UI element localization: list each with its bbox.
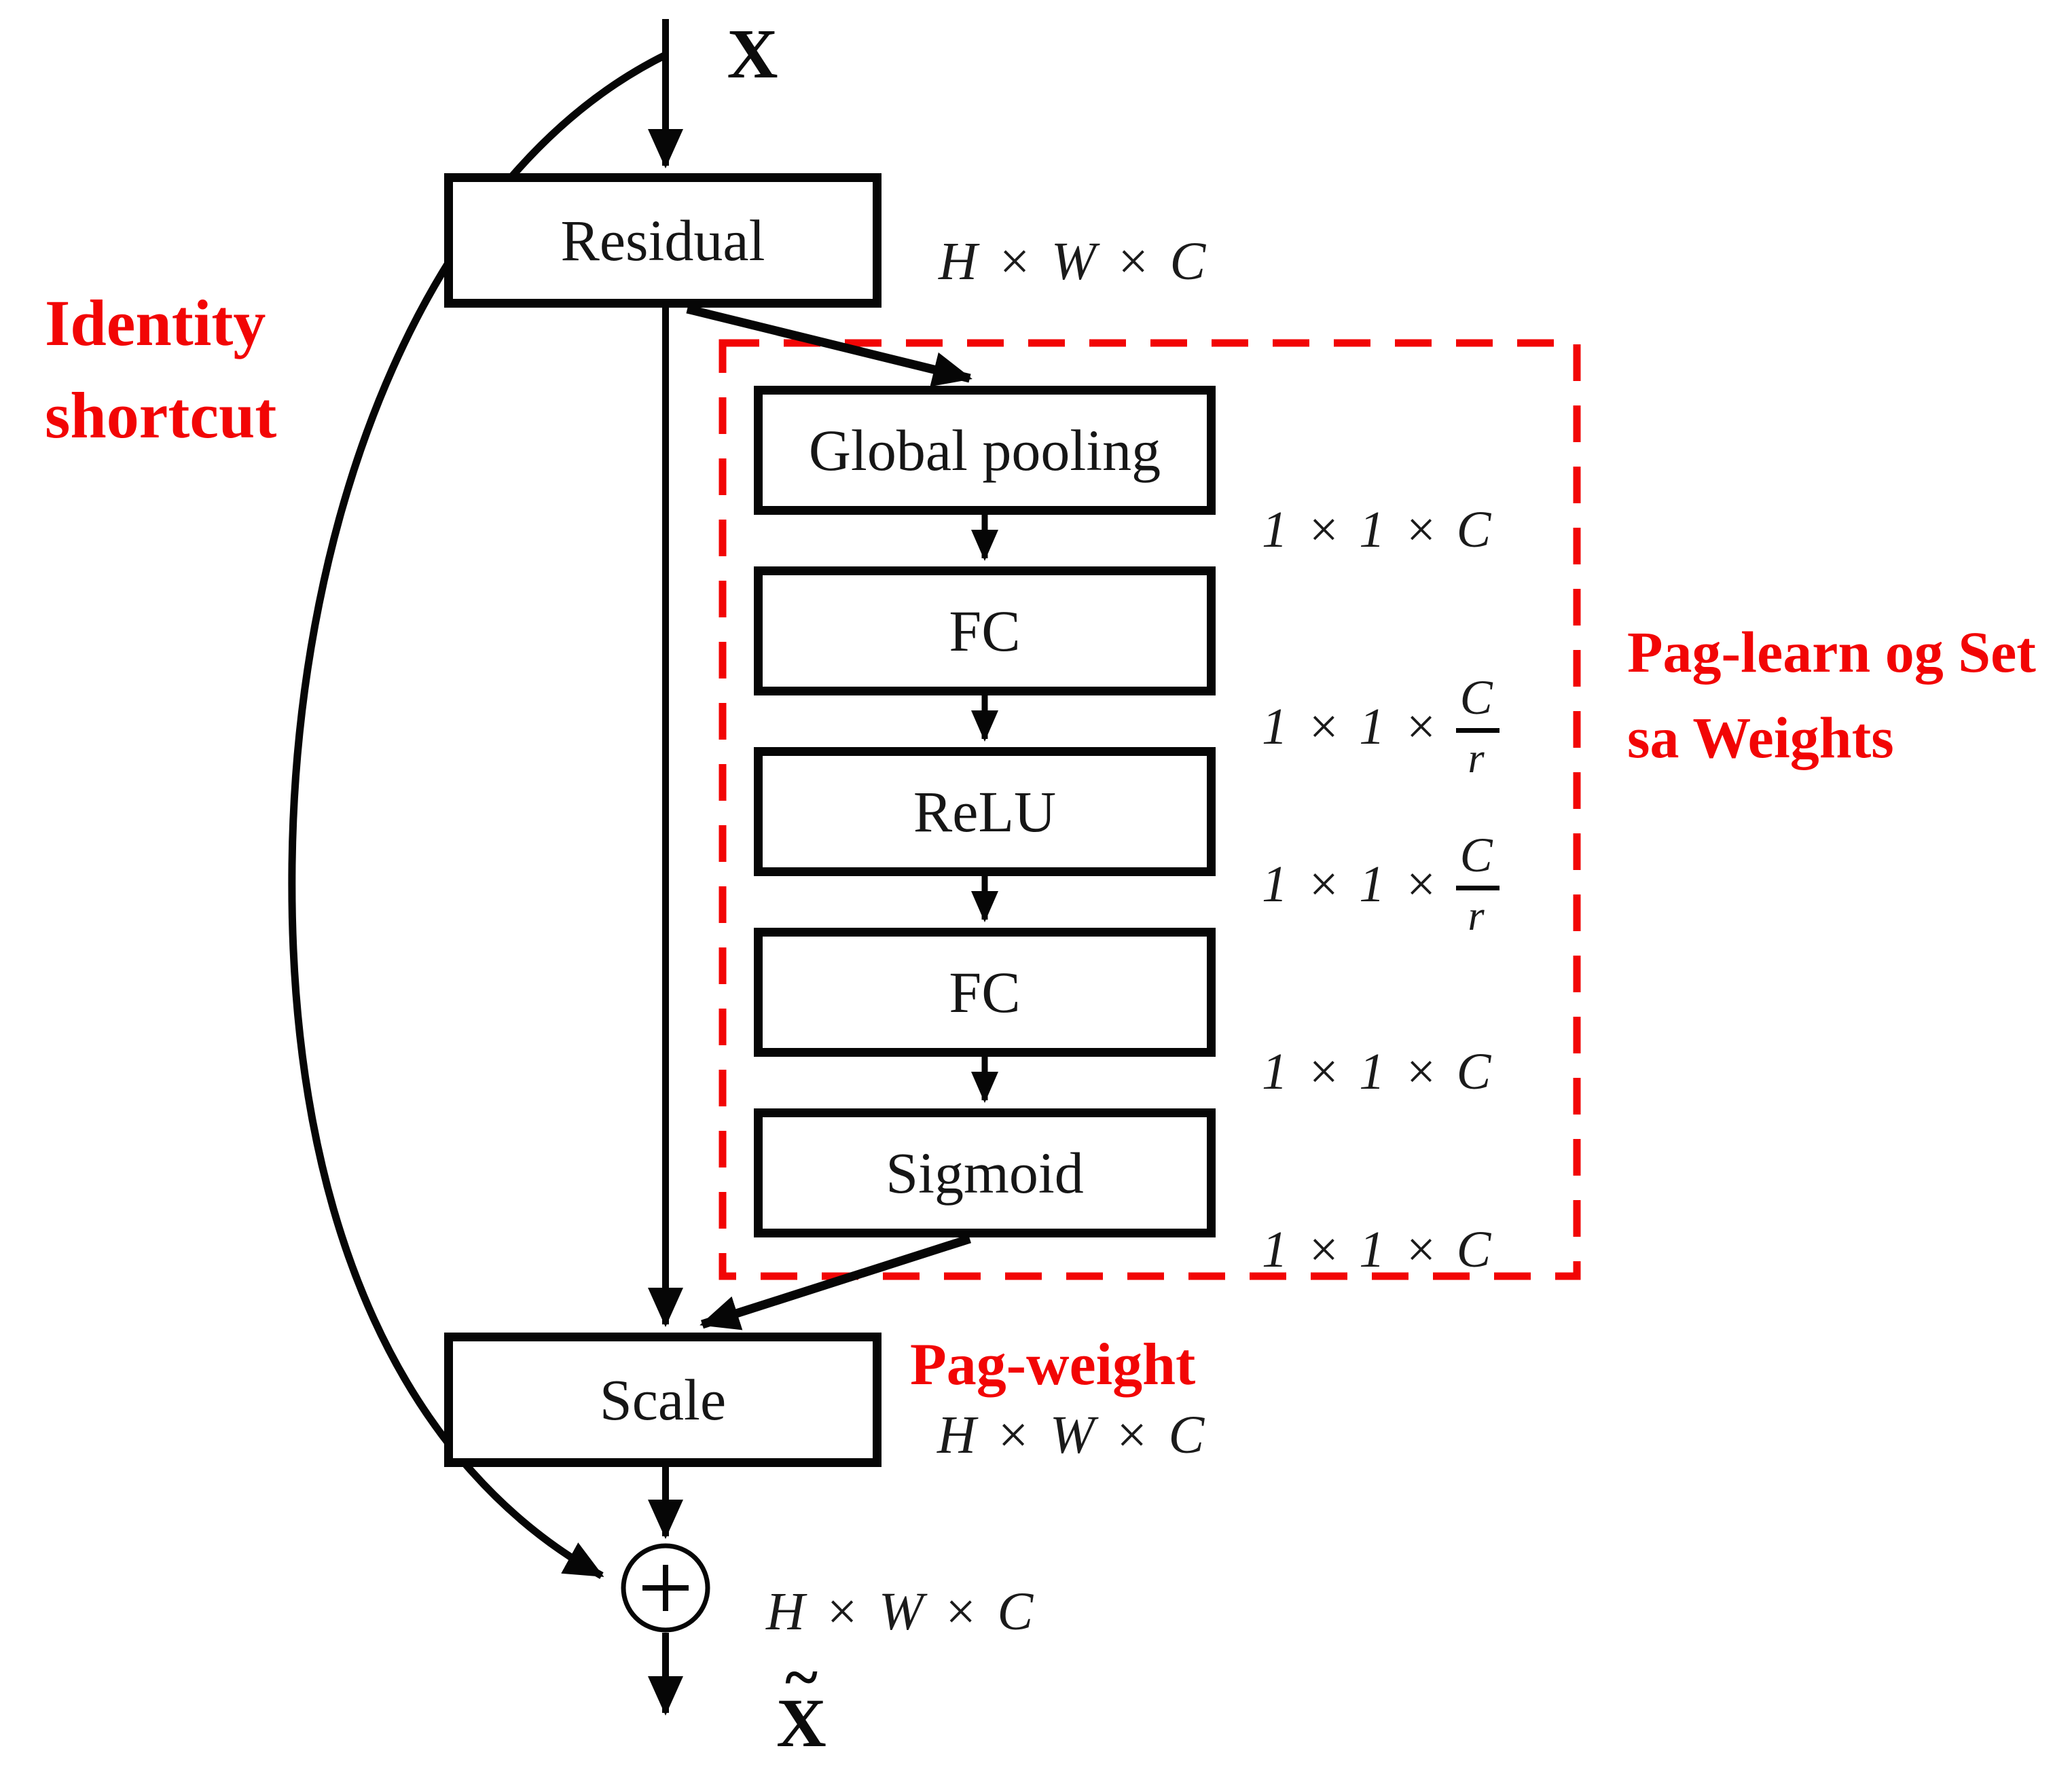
fraction-denominator: r — [1455, 885, 1500, 939]
fraction-denominator: r — [1455, 727, 1500, 782]
dim-label-global-pooling: 1 × 1 × C — [1262, 501, 1494, 558]
output-tensor-label: ~ X — [759, 1646, 843, 1762]
plus-icon — [642, 1565, 689, 1611]
dim-frac-prefix: 1 × 1 × — [1262, 856, 1441, 913]
fraction-numerator: C — [1459, 670, 1495, 725]
pag-learn-line1: Pag-learn og Set — [1627, 619, 2036, 685]
global-pooling-block: Global pooling — [754, 386, 1216, 515]
relu-block: ReLU — [754, 747, 1216, 876]
identity-shortcut-line1: Identity — [45, 287, 266, 359]
dim-label-fc-expand: 1 × 1 × C — [1262, 1043, 1494, 1100]
fc-expand-block-label: FC — [949, 960, 1021, 1025]
fc-reduce-block-label: FC — [949, 598, 1021, 664]
sigmoid-block: Sigmoid — [754, 1108, 1216, 1237]
residual-block-label: Residual — [560, 208, 765, 273]
identity-shortcut-line2: shortcut — [45, 379, 277, 452]
residual-block: Residual — [444, 173, 881, 308]
scale-block-label: Scale — [599, 1367, 727, 1432]
sigmoid-to-scale-arrow — [699, 1234, 971, 1330]
dim-label-scale-output: H × W × C — [937, 1406, 1207, 1465]
fraction-numerator: C — [1459, 828, 1495, 882]
dim-label-fc-reduce: 1 × 1 × C r — [1262, 672, 1504, 782]
dim-fraction: C r — [1452, 828, 1504, 939]
scale-block: Scale — [444, 1333, 881, 1467]
se-module-dashed-box — [719, 339, 1581, 1280]
relu-block-label: ReLU — [913, 779, 1057, 844]
pag-weight-annotation: Pag-weight — [910, 1332, 1196, 1398]
identity-shortcut-annotation: Identity shortcut — [45, 277, 276, 463]
fc-expand-block: FC — [754, 928, 1216, 1057]
dim-label-sigmoid: 1 × 1 × C — [1262, 1221, 1494, 1278]
global-pooling-block-label: Global pooling — [808, 418, 1161, 483]
pag-learn-line2: sa Weights — [1627, 704, 1894, 770]
output-x: X — [776, 1684, 826, 1762]
dim-frac-prefix: 1 × 1 × — [1262, 698, 1441, 756]
dim-label-add-output: H × W × C — [766, 1582, 1036, 1642]
input-tensor-label: X — [727, 15, 778, 93]
dim-fraction: C r — [1452, 672, 1504, 782]
fc-reduce-block: FC — [754, 566, 1216, 695]
sigmoid-block-label: Sigmoid — [886, 1140, 1084, 1206]
pag-learn-annotation: Pag-learn og Set sa Weights — [1627, 610, 2036, 780]
dim-label-relu: 1 × 1 × C r — [1262, 828, 1504, 939]
dim-label-residual-output: H × W × C — [939, 232, 1209, 291]
residual-to-global-pooling-arrow — [686, 304, 973, 387]
